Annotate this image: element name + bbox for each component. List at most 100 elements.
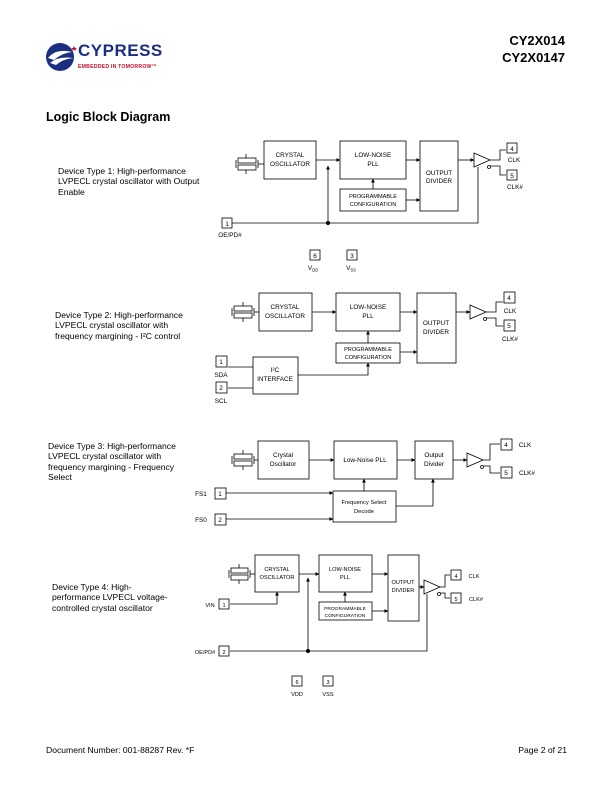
pin-num: 5 [507, 323, 511, 330]
crystal-oscillator-block [254, 554, 300, 593]
output-buffer-icon [466, 452, 484, 468]
pin-num: 2 [218, 517, 222, 524]
diagram-4-labels: CRYSTAL OSCILLATOR LOW-NOISE PLL PROGRAM… [195, 567, 484, 698]
pin-num: 3 [350, 253, 354, 260]
pin-num: 5 [454, 597, 457, 603]
pin-num: 4 [504, 442, 508, 449]
diagram-2-labels: CRYSTAL OSCILLATOR LOW-NOISE PLL PROGRAM… [214, 295, 518, 405]
output-divider-block [419, 140, 459, 212]
pin-num: 4 [510, 146, 514, 153]
part-number-1: CY2X014 [509, 33, 565, 48]
pin-num: 2 [222, 650, 225, 656]
pin-2-oepd [218, 645, 230, 657]
pin-2-scl [215, 381, 228, 394]
brand-tagline: EMBEDDED IN TOMORROW™ [78, 64, 158, 70]
i2c-label-1: I²C [271, 367, 280, 374]
pin-label-clkn: CLK# [507, 184, 523, 191]
fsel-label-1: Frequency Select [341, 500, 386, 506]
section-title: Logic Block Diagram [46, 110, 171, 124]
osc-label-1: Crystal [273, 452, 293, 459]
pin-num: 2 [219, 385, 223, 392]
diagram-3-labels: Crystal Oscillator Low-Noise PLL Output … [195, 442, 535, 524]
pin-label-clkn: CLK# [519, 470, 535, 477]
pll-label-1: LOW-NOISE [329, 567, 361, 573]
osc-label-2: OSCILLATOR [260, 575, 295, 581]
pll-label-2: PLL [367, 161, 379, 168]
divider-label-2: Divider [424, 461, 445, 468]
output-divider-block [414, 440, 454, 480]
pin-label-clkn: CLK# [502, 336, 518, 343]
cypress-tree-icon [46, 43, 77, 71]
device-type-3-description: Device Type 3: High-performance LVPECL c… [48, 441, 176, 482]
config-label-1: PROGRAMMABLE [344, 347, 392, 353]
config-label-2: CONFIGURATION [345, 355, 392, 361]
osc-label-2: OSCILLATOR [265, 313, 305, 320]
crystal-icon [231, 302, 259, 322]
osc-label-2: Oscillator [270, 461, 298, 468]
crystal-icon [235, 154, 264, 174]
device-type-2-description: Device Type 2: High-performance LVPECL c… [55, 310, 183, 341]
pin-6-vdd [291, 675, 303, 687]
pin-5-clkn [506, 169, 518, 181]
pin-num: 6 [313, 253, 317, 260]
pin-label-clk: CLK [469, 574, 480, 580]
pin-1-fs1 [214, 487, 227, 500]
i2c-label-2: INTERFACE [257, 376, 293, 383]
crystal-oscillator-block [258, 292, 313, 332]
pll-label-1: LOW-NOISE [355, 152, 391, 159]
pin-1-oepd [221, 217, 233, 229]
config-label-2: CONFIGURATION [325, 613, 366, 619]
output-buffer-icon [473, 152, 491, 168]
pin-num: 1 [219, 359, 223, 366]
pin-num: 6 [295, 680, 298, 686]
osc-label-1: CRYSTAL [264, 567, 289, 573]
pll-label-1: LOW-NOISE [350, 304, 386, 311]
pll-label: Low-Noise PLL [343, 457, 387, 464]
output-buffer-icon [469, 304, 487, 320]
pin-label-vin: VIN [205, 603, 214, 609]
pin-5-clkn [500, 466, 513, 479]
config-label-1: PROGRAMMABLE [349, 194, 397, 200]
diagram-4 [218, 554, 462, 687]
osc-label-2: OSCILLATOR [270, 161, 310, 168]
output-divider-block [416, 292, 457, 364]
divider-label-2: DIVIDER [426, 178, 452, 185]
config-label-1: PROGRAMMABLE [324, 606, 367, 612]
divider-label-1: OUTPUT [426, 170, 452, 177]
pin-label-vdd: VDD [291, 692, 303, 698]
pin-num: 1 [222, 603, 225, 609]
pll-label-2: PLL [340, 575, 350, 581]
pin-label-clk: CLK [508, 157, 521, 164]
pin-label-oepd: OE/PD# [195, 650, 216, 656]
osc-label-1: CRYSTAL [271, 304, 300, 311]
pin-num: 5 [510, 173, 514, 180]
divider-label-1: OUTPUT [423, 320, 449, 327]
cypress-logo: CYPRESS EMBEDDED IN TOMORROW™ [44, 40, 162, 76]
pin-label-fs0: FS0 [195, 517, 207, 524]
output-buffer-icon [423, 579, 441, 595]
document-number: Document Number: 001-88287 Rev. *F [46, 745, 195, 755]
pin-num: 1 [225, 221, 229, 228]
pin-label-scl: SCL [215, 398, 228, 405]
config-label-2: CONFIGURATION [350, 202, 397, 208]
device-type-4-description: Device Type 4: High-performance LVPECL v… [52, 582, 168, 613]
divider-label-1: Output [424, 452, 443, 459]
i2c-interface-block [252, 356, 299, 395]
divider-label-2: DIVIDER [392, 588, 415, 594]
pin-1-vin [218, 598, 230, 610]
pin-label-vss: VSS [346, 265, 356, 273]
pin-6-vdd [309, 249, 321, 261]
pin-2-fs0 [214, 513, 227, 526]
pin-label-sda: SDA [214, 372, 228, 379]
crystal-icon [231, 450, 258, 470]
pin-num: 3 [326, 680, 329, 686]
divider-label-1: OUTPUT [392, 580, 416, 586]
pin-4-clk [506, 142, 518, 154]
device-type-1-description: Device Type 1: High-performance LVPECL c… [58, 166, 200, 197]
pin-label-oepd: OE/PD# [218, 232, 242, 239]
pin-4-clk [500, 438, 513, 451]
pin-num: 5 [504, 470, 508, 477]
pin-label-clkn: CLK# [469, 597, 484, 603]
part-number-2: CY2X0147 [502, 50, 565, 65]
